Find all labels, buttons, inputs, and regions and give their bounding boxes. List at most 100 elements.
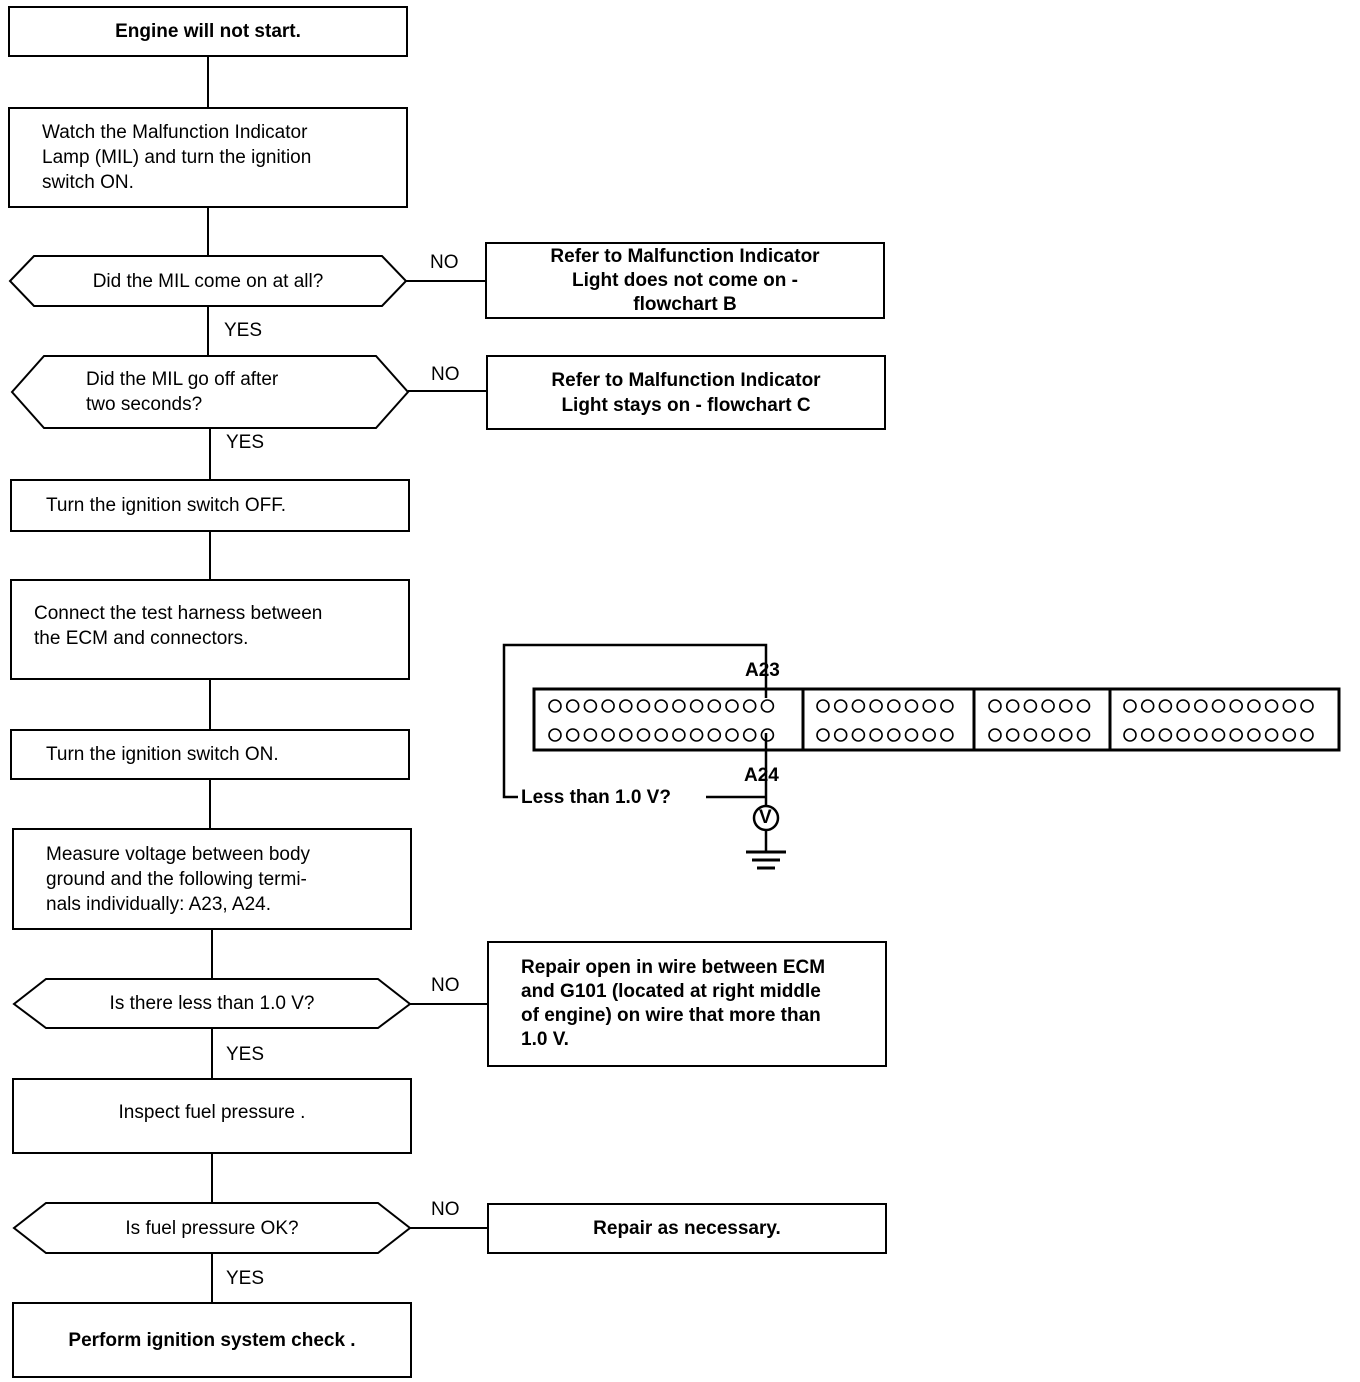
connector-pin	[1176, 699, 1190, 713]
repair-necessary-box: Repair as necessary.	[487, 1203, 887, 1254]
connector-pin	[1211, 728, 1226, 742]
yes-label-2: YES	[226, 432, 265, 453]
connector-pin	[1076, 728, 1091, 742]
connector-pin	[1158, 728, 1173, 742]
inspect-fuel-text: Inspect fuel pressure .	[118, 1102, 306, 1123]
connector-pin	[1229, 699, 1243, 713]
connector-pin	[1059, 728, 1073, 742]
watch-mil-box: Watch the Malfunction Indicator Lamp (MI…	[8, 107, 408, 208]
connector-pin	[636, 699, 651, 713]
connector-pin	[760, 699, 775, 713]
ignition-on-box: Turn the ignition switch ON.	[10, 729, 410, 780]
connector-pin	[672, 699, 686, 713]
decision-mil-on-text: Did the MIL come on at all?	[92, 270, 324, 292]
connector-pin	[707, 728, 722, 742]
connector-pin	[940, 699, 954, 713]
yes-label-3: YES	[226, 1044, 265, 1065]
connector-pin	[1194, 699, 1208, 713]
ignition-on-text: Turn the ignition switch ON.	[46, 744, 279, 765]
measure-voltage-text: Measure voltage between body ground and …	[46, 843, 311, 915]
connector-pin	[904, 699, 919, 713]
connector-pin	[988, 699, 1002, 713]
connector-pin	[1300, 728, 1314, 742]
decision-fuel-ok-text: Is fuel pressure OK?	[125, 1217, 299, 1239]
connector-pin	[565, 699, 580, 713]
connector-pin	[1211, 699, 1226, 713]
repair-open-wire-text: Repair open in wire between ECM and G101…	[521, 957, 826, 1050]
connector-pin	[1194, 728, 1208, 742]
measure-voltage-box: Measure voltage between body ground and …	[12, 828, 412, 930]
yes-label-4: YES	[226, 1268, 265, 1289]
connector-pin	[601, 728, 615, 742]
connector-pin	[816, 728, 830, 742]
decision-less-1v-text: Is there less than 1.0 V?	[109, 993, 315, 1014]
connector-pin	[940, 728, 954, 742]
decision-less-1v: Is there less than 1.0 V?	[40, 979, 384, 1028]
connector-pin	[672, 728, 686, 742]
connector-pin	[1176, 728, 1190, 742]
no-label-2: NO	[431, 364, 460, 385]
connector-pin	[904, 728, 919, 742]
connector-pin	[583, 699, 598, 713]
connector-pin	[689, 699, 704, 713]
connector-pin	[1264, 728, 1279, 742]
connector-pin	[816, 699, 830, 713]
connector-pin	[1229, 728, 1243, 742]
connector-pin	[548, 699, 562, 713]
connector-pin	[742, 728, 757, 742]
connector-pin	[654, 699, 669, 713]
connector-pin	[1282, 728, 1297, 742]
connector-pin	[742, 699, 757, 713]
decision-fuel-ok-shape	[12, 1202, 412, 1254]
connector-pin	[922, 699, 937, 713]
connector-pin	[1041, 699, 1055, 713]
connector-pin	[618, 699, 633, 713]
connector-pin	[636, 728, 651, 742]
connector-pin	[833, 699, 848, 713]
repair-necessary-text: Repair as necessary.	[593, 1218, 781, 1239]
connector-pin	[1282, 699, 1297, 713]
watch-mil-text: Watch the Malfunction Indicator Lamp (MI…	[42, 122, 312, 193]
connector-pin	[1123, 699, 1137, 713]
connector-pin	[565, 728, 580, 742]
ref-flowchart-c-text: Refer to Malfunction Indicator Light sta…	[551, 369, 821, 416]
connector-pin	[601, 699, 615, 713]
connector-pin	[851, 728, 866, 742]
connector-pin	[869, 699, 883, 713]
decision-mil-off-shape	[10, 355, 410, 429]
decision-mil-off-text: Did the MIL go off after two seconds?	[86, 369, 279, 415]
decision-mil-off: Did the MIL go off after two seconds?	[40, 356, 396, 428]
connector-pin	[1140, 728, 1155, 742]
connector-pin	[1076, 699, 1091, 713]
connector-pin	[886, 728, 901, 742]
connect-harness-text: Connect the test harness between the ECM…	[34, 603, 323, 649]
start-box: Engine will not start.	[8, 6, 408, 57]
no-label-3: NO	[431, 975, 460, 996]
ref-flowchart-c-box: Refer to Malfunction Indicator Light sta…	[486, 355, 886, 430]
terminal-a24-label: A24	[744, 765, 779, 786]
connector-pin	[886, 699, 901, 713]
ignition-check-box: Perform ignition system check .	[12, 1302, 412, 1378]
connector-pin	[1264, 699, 1279, 713]
connector-pin	[1158, 699, 1173, 713]
connector-pin	[922, 728, 937, 742]
decision-fuel-ok: Is fuel pressure OK?	[40, 1203, 384, 1253]
connector-pin	[1059, 699, 1073, 713]
voltage-question-label: Less than 1.0 V?	[521, 787, 671, 808]
voltmeter-letter: V	[759, 807, 772, 828]
repair-open-wire-box: Repair open in wire between ECM and G101…	[487, 941, 887, 1067]
connector-pin	[725, 699, 739, 713]
no-label-1: NO	[430, 252, 459, 273]
terminal-a23-label: A23	[745, 660, 780, 681]
no-label-4: NO	[431, 1199, 460, 1220]
ref-flowchart-b-box: Refer to Malfunction Indicator Light doe…	[485, 242, 885, 319]
decision-less-1v-shape	[12, 978, 412, 1029]
decision-mil-on: Did the MIL come on at all?	[30, 256, 386, 306]
connector-pin	[654, 728, 669, 742]
connector-pin	[760, 728, 775, 742]
ecm-connector-diagram	[502, 643, 1341, 870]
inspect-fuel-box: Inspect fuel pressure .	[12, 1078, 412, 1154]
connector-pin	[707, 699, 722, 713]
ignition-off-box: Turn the ignition switch OFF.	[10, 479, 410, 532]
